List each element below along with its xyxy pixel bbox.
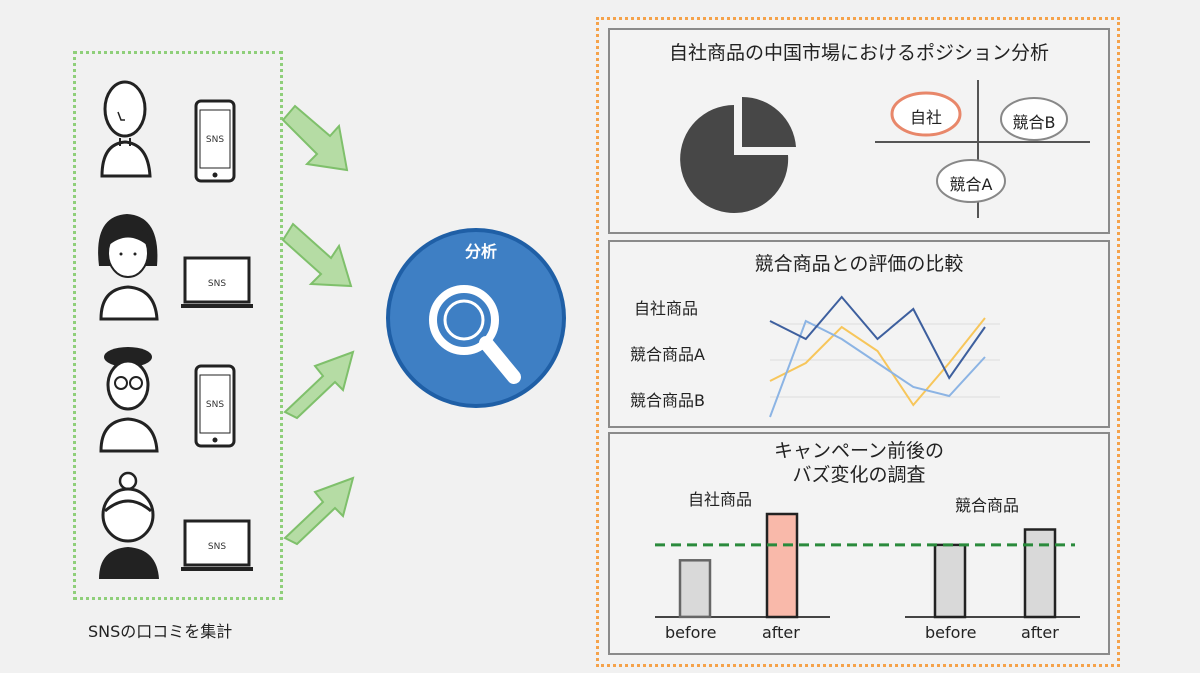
- bar-label-after: after: [1021, 623, 1059, 642]
- analysis-title: 分析: [464, 242, 497, 261]
- line-series-3: [769, 295, 986, 380]
- position-analysis-panel: 自社商品の中国市場におけるポジション分析 自社 競合B 競合A: [608, 28, 1110, 234]
- analysis-results-box: [596, 17, 1120, 667]
- buzz-bar-chart: [655, 512, 1080, 619]
- comparison-title: 競合商品との評価の比較: [754, 253, 964, 275]
- comparison-panel: 競合商品との評価の比較 自社商品 競合商品A 競合商品B: [608, 240, 1110, 428]
- buzz-title-line1: キャンペーン前後の: [773, 440, 945, 462]
- flow-arrows: [281, 104, 355, 546]
- arrow-right-icon: [283, 476, 355, 546]
- buzz-title-line2: バズ変化の調査: [792, 464, 926, 486]
- woman-bob-hair-icon: [98, 214, 159, 321]
- bar-label-before: before: [925, 623, 977, 642]
- line-series-2: [769, 319, 986, 418]
- arrow-right-icon: [281, 222, 353, 288]
- arrow-right-icon: [281, 104, 349, 172]
- person-glasses-beret-icon: [99, 347, 159, 453]
- legend-competitor-b: 競合商品B: [630, 391, 705, 410]
- legend-self-product: 自社商品: [634, 299, 699, 318]
- elderly-woman-bun-icon: [99, 471, 159, 579]
- analysis-circle: [386, 228, 566, 408]
- laptop-icon: SNS: [181, 256, 253, 308]
- sns-users-box: [73, 51, 283, 600]
- bar-1: [678, 559, 712, 619]
- bald-man-icon: [100, 80, 152, 178]
- device-sns-label: SNS: [206, 400, 224, 410]
- sns-users-illustration: SNS SNS SNS SNS: [98, 80, 253, 579]
- smartphone-icon: SNS: [194, 99, 236, 183]
- buzz-panel: キャンペーン前後の バズ変化の調査 自社商品 競合商品 before after…: [608, 432, 1110, 655]
- device-sns-label: SNS: [208, 542, 226, 552]
- buzz-self-group-label: 自社商品: [688, 490, 753, 509]
- self-position-label: 自社: [909, 108, 942, 127]
- bar-4: [1023, 528, 1057, 619]
- line-series-1: [769, 317, 986, 407]
- position-analysis-title: 自社商品の中国市場におけるポジション分析: [668, 42, 1049, 64]
- position-graphic: [680, 80, 1090, 218]
- bar-3: [933, 543, 967, 619]
- positioning-map: [875, 80, 1090, 218]
- competitor-b-position-label: 競合B: [1012, 113, 1056, 132]
- comparison-line-chart: [769, 295, 1000, 418]
- bar-2: [765, 512, 799, 619]
- buzz-competitor-group-label: 競合商品: [955, 496, 1020, 515]
- magnifier-icon: [429, 285, 521, 384]
- bar-label-after: after: [762, 623, 800, 642]
- bar-label-before: before: [665, 623, 717, 642]
- competitor-a-position-label: 競合A: [949, 175, 993, 194]
- device-sns-label: SNS: [208, 279, 226, 289]
- laptop-icon: SNS: [181, 519, 253, 571]
- arrow-right-icon: [283, 350, 355, 420]
- smartphone-icon: SNS: [194, 364, 236, 448]
- pie-chart-icon: [680, 96, 796, 213]
- device-sns-label: SNS: [206, 135, 224, 145]
- legend-competitor-a: 競合商品A: [630, 345, 705, 364]
- sns-aggregate-caption: SNSの口コミを集計: [88, 622, 233, 641]
